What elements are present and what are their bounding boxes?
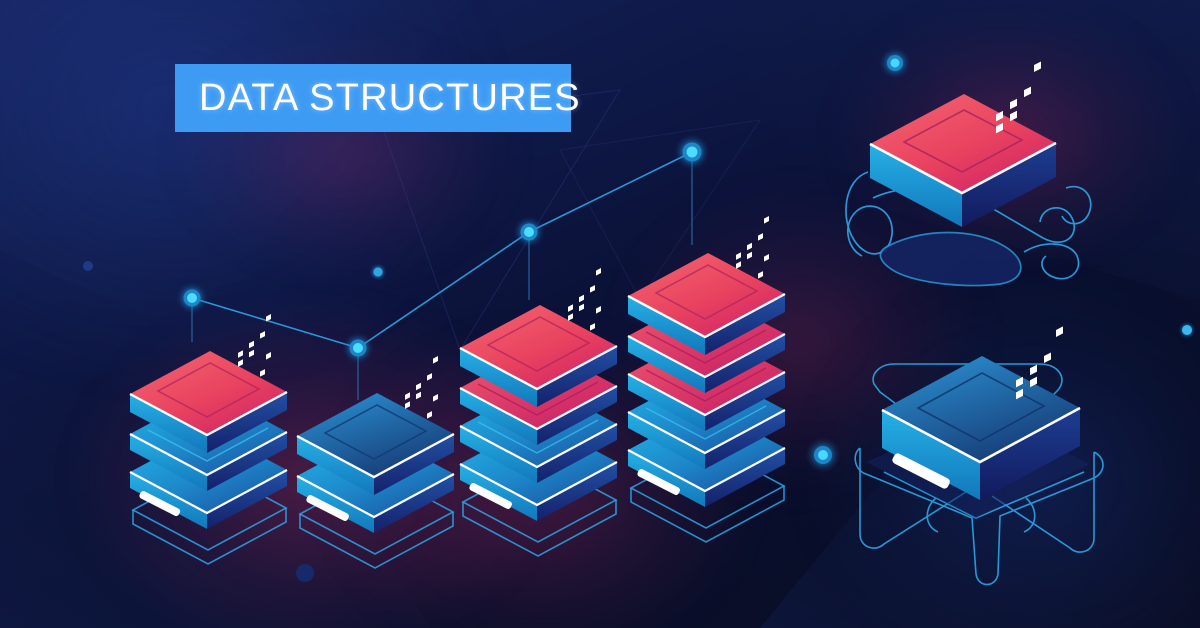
server-body <box>869 61 1057 227</box>
server-stack-d[interactable] <box>616 216 816 560</box>
server-unit-red[interactable] <box>828 50 1098 300</box>
page-title: DATA STRUCTURES <box>199 77 581 119</box>
server-stack-c[interactable] <box>448 268 648 567</box>
server-stack-b[interactable] <box>285 356 485 580</box>
cable-loops <box>845 171 1092 287</box>
server-tier-red <box>627 216 786 355</box>
server-body <box>881 326 1081 500</box>
title-banner: DATA STRUCTURES <box>175 64 580 132</box>
server-unit-blue[interactable] <box>840 312 1120 592</box>
server-tier-red <box>459 268 618 407</box>
server-tier <box>296 356 455 495</box>
server-tier-red <box>129 314 288 453</box>
server-stack-a[interactable] <box>118 314 318 568</box>
